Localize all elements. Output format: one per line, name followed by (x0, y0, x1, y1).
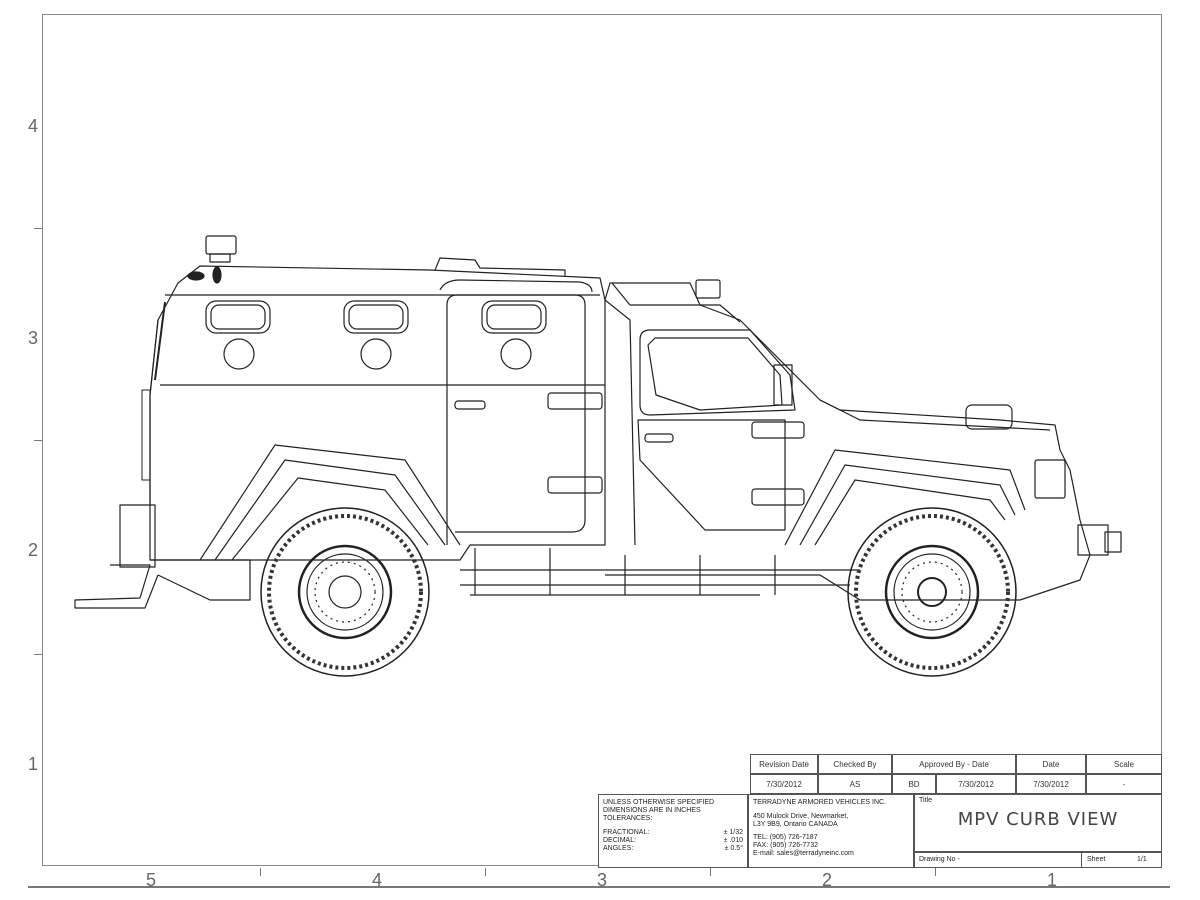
company-address-1: 450 Mulock Drive, Newmarket, (753, 813, 849, 820)
value-date: 7/30/2012 (1016, 774, 1086, 794)
company-phone: TEL: (905) 726-7187 (753, 834, 818, 841)
tolerance-note-1: UNLESS OTHERWISE SPECIFIED (603, 799, 715, 806)
value-approved-date: 7/30/2012 (936, 774, 1016, 794)
value-approved-by: BD (892, 774, 936, 794)
sheet-label: Sheet (1087, 856, 1106, 863)
company-name: TERRADYNE ARMORED VEHICLES INC. (753, 799, 887, 806)
tolerance-block: UNLESS OTHERWISE SPECIFIED DIMENSIONS AR… (598, 794, 748, 868)
header-revision-date: Revision Date (750, 754, 818, 774)
drawing-number-row: Drawing No - Sheet 1/1 (914, 852, 1162, 868)
tolerance-note-3: TOLERANCES: (603, 815, 653, 822)
zone-label-v4: 4 (28, 116, 39, 136)
zone-label-h3: 3 (597, 870, 608, 890)
zone-tick (710, 868, 711, 876)
zone-label-h5: 5 (146, 870, 157, 890)
company-address-2: L3Y 9B9, Ontario CANADA (753, 821, 838, 828)
zone-tick (935, 868, 936, 876)
angles-value: ± 0.5° (724, 845, 743, 852)
zone-tick (34, 440, 42, 441)
title-label: Title (919, 797, 932, 804)
divider (1081, 853, 1082, 867)
decimal-label: DECIMAL: (603, 837, 637, 844)
fractional-value: ± 1/32 (723, 829, 743, 836)
zone-tick (34, 654, 42, 655)
zone-label-h4: 4 (372, 870, 383, 890)
drawing-no-label: Drawing No - (919, 856, 960, 863)
angles-label: ANGLES: (603, 845, 634, 852)
company-email: E-mail: sales@terradyneinc.com (753, 850, 854, 857)
drawing-title: MPV CURB VIEW (957, 809, 1119, 830)
header-checked-by: Checked By (818, 754, 892, 774)
company-fax: FAX: (905) 726-7732 (753, 842, 818, 849)
sheet-value: 1/1 (1137, 856, 1147, 863)
header-scale: Scale (1086, 754, 1162, 774)
zone-tick (485, 868, 486, 876)
zone-label-h1: 1 (1047, 870, 1058, 890)
company-block: TERRADYNE ARMORED VEHICLES INC. 450 Mulo… (748, 794, 914, 868)
value-revision-date: 7/30/2012 (750, 774, 818, 794)
zone-tick (260, 868, 261, 876)
fractional-label: FRACTIONAL: (603, 829, 650, 836)
zone-label-v2: 2 (28, 540, 39, 560)
header-approved-by: Approved By - Date (892, 754, 1016, 774)
zone-tick (34, 228, 42, 229)
value-checked-by: AS (818, 774, 892, 794)
tolerance-note-2: DIMENSIONS ARE IN INCHES (603, 807, 701, 814)
title-block: Title MPV CURB VIEW (914, 794, 1162, 852)
header-date: Date (1016, 754, 1086, 774)
zone-label-v1: 1 (28, 754, 39, 774)
zone-label-h2: 2 (822, 870, 833, 890)
decimal-value: ± .010 (723, 837, 743, 844)
bottom-rule (28, 886, 1170, 888)
value-scale: - (1086, 774, 1162, 794)
zone-label-v3: 3 (28, 328, 39, 348)
